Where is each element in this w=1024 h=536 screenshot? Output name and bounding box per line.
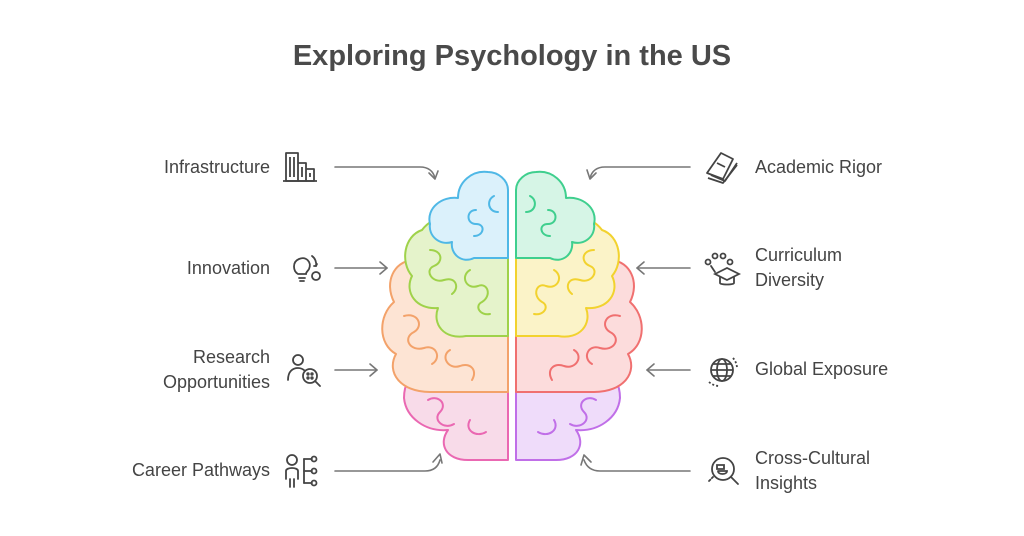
label-cross-cultural-insights-text: Cross-Cultural Insights bbox=[755, 448, 871, 493]
label-career-pathways: Career Pathways bbox=[131, 460, 270, 480]
arrow-innovation bbox=[334, 261, 388, 275]
globe-icon bbox=[708, 357, 738, 387]
person-network-icon bbox=[285, 454, 318, 488]
person-search-icon bbox=[287, 354, 321, 387]
label-research-opportunities-text: Research Opportunities bbox=[162, 347, 270, 392]
label-infrastructure: Infrastructure bbox=[163, 157, 270, 177]
label-research-opportunities: Research Opportunities bbox=[100, 345, 270, 395]
arrow-curriculum bbox=[636, 261, 691, 275]
label-cross-cultural-insights: Cross-Cultural Insights bbox=[755, 446, 905, 496]
arrow-research bbox=[334, 363, 378, 377]
label-global-exposure: Global Exposure bbox=[755, 359, 889, 379]
label-academic-rigor: Academic Rigor bbox=[755, 157, 883, 177]
arrow-career bbox=[334, 453, 443, 472]
label-curriculum-diversity: Curriculum Diversity bbox=[755, 243, 875, 293]
label-innovation: Innovation bbox=[186, 258, 270, 278]
arrow-cross bbox=[580, 454, 691, 472]
lightbulb-icon bbox=[293, 255, 321, 282]
buildings-icon bbox=[283, 152, 317, 182]
graduation-cap-icon bbox=[704, 252, 742, 286]
arrow-global bbox=[646, 363, 691, 377]
open-book-icon bbox=[706, 152, 738, 184]
arrow-infrastructure bbox=[334, 166, 439, 180]
cultural-search-icon bbox=[708, 457, 739, 485]
arrow-academic bbox=[586, 166, 691, 180]
label-curriculum-diversity-text: Curriculum Diversity bbox=[755, 245, 843, 290]
page-title: Exploring Psychology in the US bbox=[292, 40, 732, 72]
